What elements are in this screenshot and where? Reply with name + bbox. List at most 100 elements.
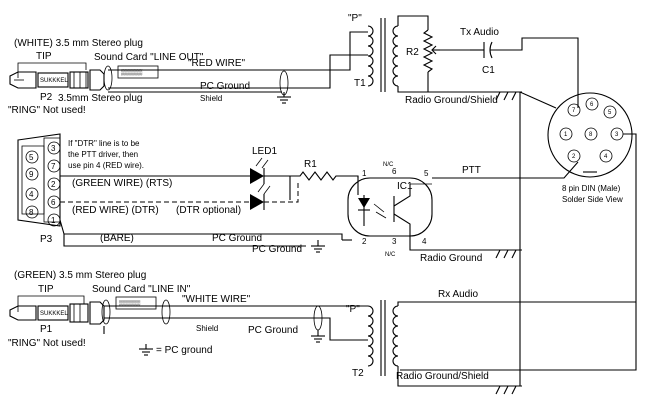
p1-plug-stub-icon xyxy=(89,301,105,325)
p1-tip-label: TIP xyxy=(38,284,54,295)
tx-radio-ground-shield-label: Radio Ground/Shield xyxy=(405,95,498,106)
din-pin-2 xyxy=(567,149,581,163)
ic1-pin1-label: 1 xyxy=(362,169,367,178)
pc-ground-legend-symbol xyxy=(139,344,153,356)
t2-p-mark: "P" xyxy=(346,304,360,315)
red-wire-label: "RED WIRE" xyxy=(188,58,246,69)
ic1-internals-icon xyxy=(358,183,432,236)
din-pin-6-label: 6 xyxy=(590,102,594,108)
ptt-pc-ground-symbol xyxy=(311,240,325,253)
led1-label: LED1 xyxy=(252,146,277,157)
p2-shield-ellipse-left xyxy=(103,65,113,91)
p1-plug-icon: SUKKKEL xyxy=(9,303,89,323)
ptt-section: 5 9 4 8 3 7 2 6 1 If "DTR" line is to be… xyxy=(17,133,579,264)
tx-pc-ground-line xyxy=(108,54,368,89)
din-pin-8 xyxy=(584,127,598,141)
svg-text:SUKKKEL: SUKKKEL xyxy=(40,78,68,84)
p1-ring-note: "RING" Not used! xyxy=(8,338,86,349)
svg-text:SUKKKEL: SUKKKEL xyxy=(40,311,68,317)
t2-label: T2 xyxy=(352,368,364,379)
ic1-pin3-label: 3 xyxy=(392,237,397,246)
dtr-note-line-2: the PTT driver, then xyxy=(68,150,138,159)
db9-pin-3 xyxy=(47,141,61,155)
p1-plug-title: (GREEN) 3.5 mm Stereo plug xyxy=(14,270,146,281)
p1-cable-sleeve-icon xyxy=(115,296,157,310)
db9-pin-1-label: 1 xyxy=(51,216,56,225)
white-wire-label: "WHITE WIRE" xyxy=(182,294,251,305)
t1-label: T1 xyxy=(354,78,366,89)
rx-radio-ground-shield-label: Radio Ground/Shield xyxy=(396,371,489,382)
ic1-optocoupler-icon xyxy=(347,177,433,237)
db9-pin-5 xyxy=(25,150,39,164)
p1-sleeve-marking: ▒▒▒▒▒ xyxy=(119,300,141,307)
ic1-pin6-label: 6 xyxy=(392,167,397,176)
rx-pc-ground-label: PC Ground xyxy=(248,325,298,336)
db9-pin-4 xyxy=(25,187,39,201)
bare-ground-line xyxy=(59,219,343,240)
dtr-note-line-1: If "DTR" line is to be xyxy=(68,139,140,148)
din-8-connector: 7 6 5 1 8 3 2 4 8 pin DIN (Male) Solder … xyxy=(400,92,637,371)
r1-label: R1 xyxy=(304,159,317,170)
r2-potentiometer-icon xyxy=(422,29,440,73)
ptt-radio-ground-symbol xyxy=(495,249,522,259)
din-title: 8 pin DIN (Male) xyxy=(562,184,621,193)
rx-audio-line xyxy=(397,301,636,306)
rx-shield-label: Shield xyxy=(196,324,218,333)
p2-plug-stub-icon xyxy=(89,69,105,91)
ptt-pc-ground-label-2: PC Ground xyxy=(252,244,302,255)
db9-pin-5-label: 5 xyxy=(29,153,34,162)
ptt-pc-ground-label: PC Ground xyxy=(212,233,262,244)
line-out-label: Sound Card "LINE OUT" xyxy=(94,52,204,63)
tx-pc-ground-label: PC Ground xyxy=(200,81,250,92)
tx-shield-label: Shield xyxy=(200,94,222,103)
p1-tip-bracket xyxy=(17,295,85,312)
db9-pin-7 xyxy=(47,159,61,173)
t2-transformer-icon xyxy=(367,300,399,376)
p2-tip-bracket xyxy=(17,62,87,78)
din-subtitle: Solder Side View xyxy=(562,195,623,204)
p2-tip-label: TIP xyxy=(36,51,52,62)
db9-pin-4-label: 4 xyxy=(29,190,34,199)
rx-pc-ground-symbol xyxy=(311,330,325,343)
db9-pin-9-label: 9 xyxy=(29,170,34,179)
din-pin-1-label: 1 xyxy=(564,132,568,138)
din-pin-5-label: 5 xyxy=(608,110,612,116)
db9-pin-2-label: 2 xyxy=(51,180,56,189)
ic1-pin4-label: 4 xyxy=(422,237,427,246)
rx-radio-ground-symbol xyxy=(495,385,522,395)
p2-ring-note: "RING" Not used! xyxy=(8,105,86,116)
din-pin-8-label: 8 xyxy=(589,132,593,138)
rx-audio-din-line xyxy=(400,133,637,371)
tx-audio-label: Tx Audio xyxy=(460,27,499,38)
p2-connector-label: P2 xyxy=(40,92,53,103)
rx-radio-ground-line xyxy=(397,366,520,387)
p1-shield-ellipse-mid xyxy=(161,299,171,325)
line-in-label: Sound Card "LINE IN" xyxy=(92,284,191,295)
led1-to-junction xyxy=(264,175,291,200)
din-pin-7-label: 7 xyxy=(572,108,576,114)
rx-audio-section: (GREEN) 3.5 mm Stereo plug TIP Sound Car… xyxy=(8,92,636,395)
db9-pin-3-label: 3 xyxy=(51,144,56,153)
led1-icon xyxy=(250,157,269,184)
din-pin-5 xyxy=(603,105,617,119)
din-pin-6 xyxy=(585,97,599,111)
tx-audio-section: (WHITE) 3.5 mm Stereo plug TIP Sound Car… xyxy=(8,13,579,116)
dtr-led-dashed-return xyxy=(264,182,299,203)
din-pin-4-label: 4 xyxy=(604,154,608,160)
db9-pin-6-label: 6 xyxy=(51,198,56,207)
din-pin-4 xyxy=(599,149,613,163)
ic1-pin5-label: 5 xyxy=(424,169,429,178)
din-body-icon xyxy=(547,92,633,178)
r1-resistor-icon xyxy=(290,171,359,195)
rts-wire-label: (GREEN WIRE) (RTS) xyxy=(72,178,172,189)
din-pin-1 xyxy=(559,127,573,141)
p2-cable-sleeve-icon xyxy=(117,65,159,79)
din-pin-3-label: 3 xyxy=(615,132,619,138)
bare-wire-label: (BARE) xyxy=(100,233,134,244)
t1-transformer-icon xyxy=(367,15,429,93)
p2-sleeve-marking: ▒▒▒▒▒ xyxy=(121,69,143,76)
db9-pin-8 xyxy=(25,205,39,219)
ic1-pin6-nc-label: N/C xyxy=(383,162,394,168)
tx-pc-ground-symbol xyxy=(277,92,291,104)
